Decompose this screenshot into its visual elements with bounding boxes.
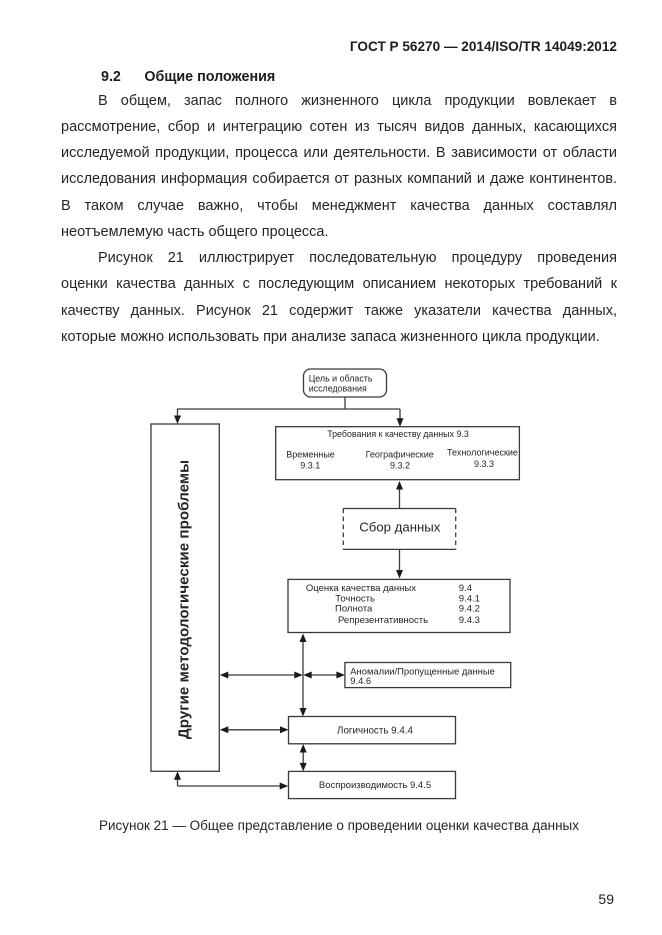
svg-text:Логичность 9.4.4: Логичность 9.4.4 — [337, 726, 413, 737]
svg-text:Географические: Географические — [366, 449, 434, 459]
svg-text:Требования к качеству данных 9: Требования к качеству данных 9.3 — [327, 429, 469, 439]
svg-text:исследования: исследования — [309, 384, 367, 394]
svg-text:Воспроизводимость 9.4.5: Воспроизводимость 9.4.5 — [319, 780, 431, 791]
svg-text:9.4.3: 9.4.3 — [459, 615, 480, 626]
svg-text:9.3.3: 9.3.3 — [474, 459, 494, 469]
svg-text:Сбор данных: Сбор данных — [359, 520, 440, 535]
svg-text:Полнота: Полнота — [335, 604, 373, 615]
svg-text:Точность: Точность — [335, 593, 375, 604]
svg-text:Другие методологические пробле: Другие методологические проблемы — [176, 460, 193, 739]
svg-text:Цель и область: Цель и область — [309, 374, 373, 384]
svg-text:Технологические: Технологические — [447, 448, 518, 458]
svg-text:9.4.6: 9.4.6 — [350, 675, 371, 686]
svg-text:Оценка качества данных: Оценка качества данных — [306, 583, 416, 594]
svg-text:9.4.1: 9.4.1 — [459, 593, 480, 604]
svg-text:9.3.1: 9.3.1 — [300, 461, 320, 471]
svg-text:9.4: 9.4 — [459, 583, 472, 594]
svg-text:9.4.2: 9.4.2 — [459, 604, 480, 615]
svg-text:9.3.2: 9.3.2 — [390, 461, 410, 471]
svg-text:Временные: Временные — [286, 449, 335, 459]
svg-text:Репрезентативность: Репрезентативность — [338, 615, 428, 626]
svg-text:Аномалии/Пропущенные данные: Аномалии/Пропущенные данные — [350, 665, 495, 676]
